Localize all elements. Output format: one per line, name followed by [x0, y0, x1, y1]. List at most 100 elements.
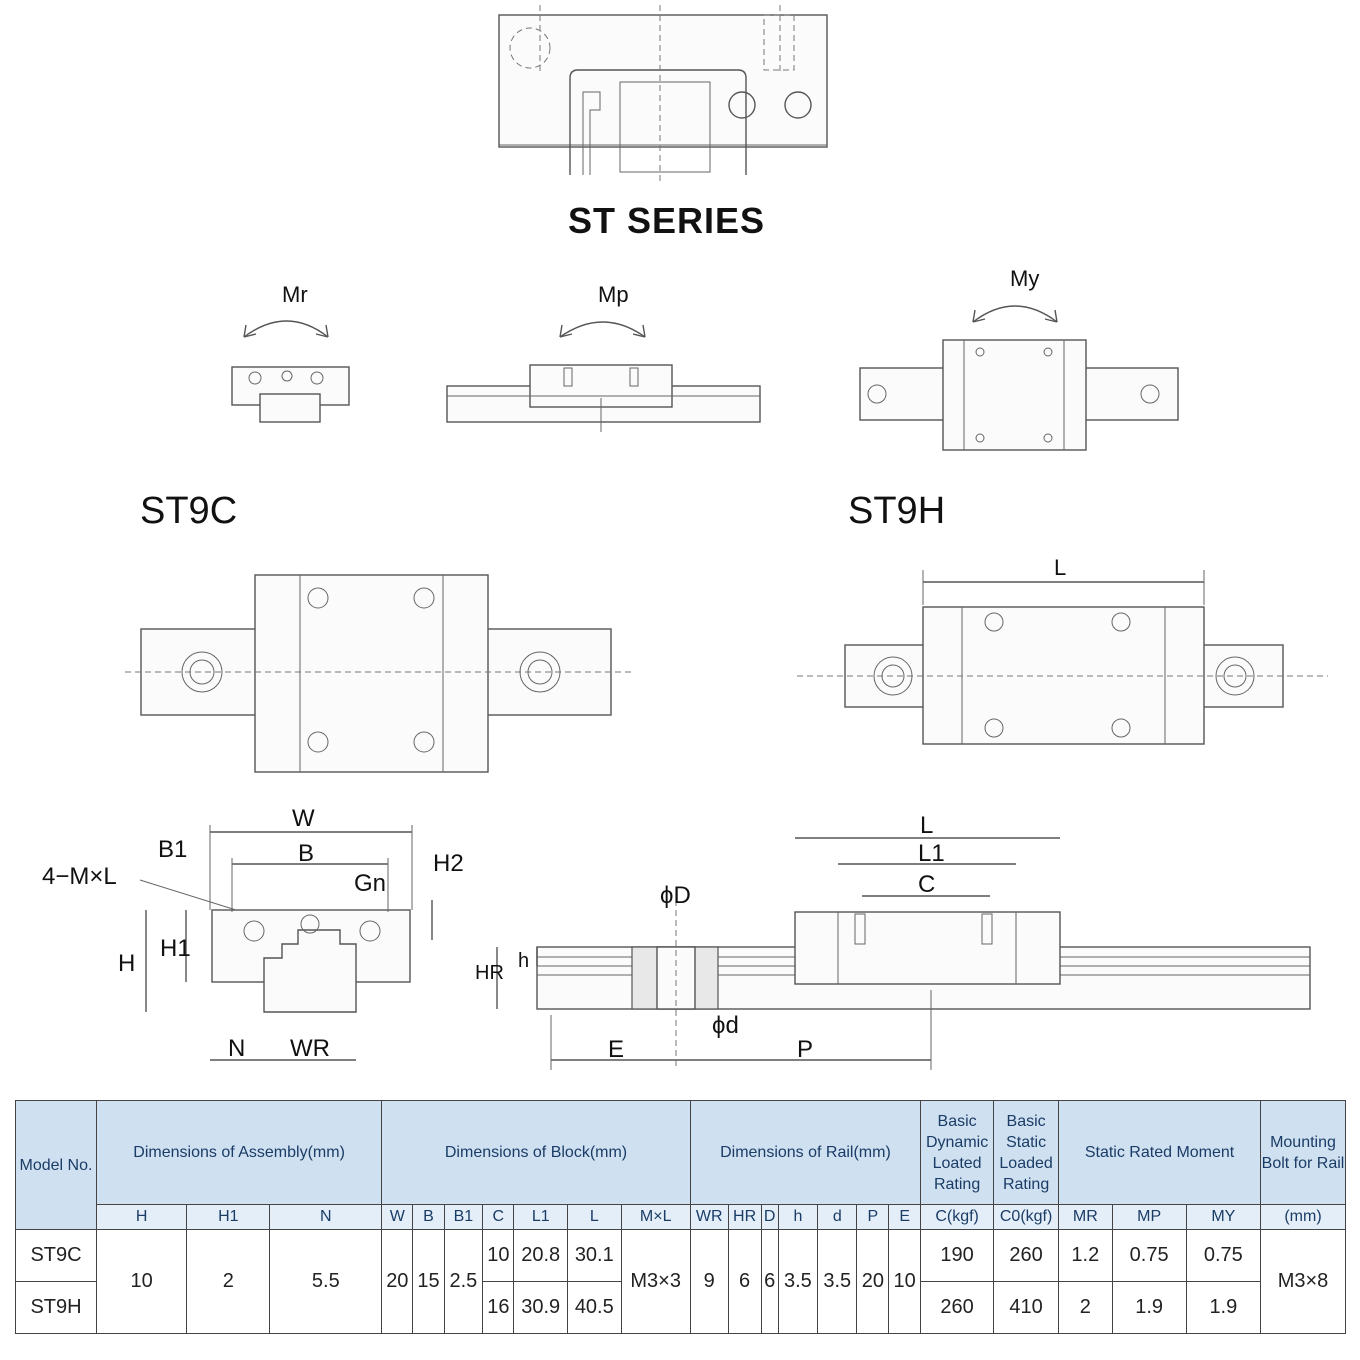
- dim-h1-label: H1: [160, 935, 191, 962]
- side-section-drawing: [496, 837, 1311, 1070]
- row1-mr: 1.2: [1058, 1229, 1113, 1282]
- sub-d-big: D: [760, 1204, 779, 1230]
- dim-l-top-label: L: [1054, 555, 1067, 580]
- dim-p-label: P: [797, 1036, 814, 1063]
- sub-l1: L1: [513, 1204, 568, 1230]
- dim-h-label: H: [118, 950, 136, 977]
- row2-l: 40.5: [567, 1281, 622, 1334]
- hdr-static: Basic Static Loaded Rating: [993, 1100, 1060, 1205]
- dim-b1-label: B1: [158, 836, 188, 863]
- sub-mp: MP: [1111, 1204, 1187, 1230]
- table-row: ST9H 16 30.9 40.5 260 410 2 1.9 1.9: [15, 1281, 1346, 1334]
- dim-c-label: C: [918, 871, 936, 898]
- cell-b1: 2.5: [443, 1229, 484, 1334]
- sub-c0-kgf: C0(kgf): [993, 1204, 1060, 1230]
- st9c-heading: ST9C: [140, 490, 238, 532]
- row1-my: 0.75: [1185, 1229, 1262, 1282]
- sub-w: W: [381, 1204, 414, 1230]
- dim-wr-label: WR: [290, 1035, 330, 1062]
- hdr-bolt: Mounting Bolt for Rail: [1260, 1100, 1346, 1205]
- my-top-view: [859, 305, 1179, 451]
- sub-p: P: [856, 1204, 890, 1230]
- row2-c: 16: [482, 1281, 515, 1334]
- dim-gn-label: Gn: [354, 870, 387, 897]
- table-row: ST9C 10 2 5.5 20 15 2.5 10 20.8 30.1 M3×…: [15, 1229, 1346, 1334]
- hdr-block: Dimensions of Block(mm): [381, 1100, 691, 1205]
- series-title: ST SERIES: [568, 200, 766, 241]
- sub-mxl: M×L: [620, 1204, 691, 1230]
- dim-mxl-label: 4−M×L: [42, 863, 117, 890]
- dim-w-label: W: [292, 805, 315, 832]
- row1-cdyn: 190: [920, 1229, 995, 1282]
- cell-h: 10: [95, 1229, 188, 1334]
- row1-model: ST9C: [15, 1229, 97, 1282]
- moment-mp-label: Mp: [598, 282, 629, 307]
- sub-c: C: [482, 1204, 515, 1230]
- spec-table: Model No. Dimensions of Assembly(mm) Dim…: [15, 1100, 1346, 1334]
- cell-d-small: 3.5: [817, 1229, 858, 1334]
- sub-hr: HR: [727, 1204, 762, 1230]
- dim-phid-big-label: ϕD: [660, 882, 691, 909]
- row1-l1: 20.8: [513, 1229, 568, 1282]
- row2-model: ST9H: [15, 1281, 97, 1334]
- dim-l1-label: L1: [918, 840, 945, 867]
- sub-d-small: d: [817, 1204, 858, 1230]
- sub-h1: H1: [186, 1204, 271, 1230]
- row1-c0: 260: [993, 1229, 1060, 1282]
- cell-h1: 2: [186, 1229, 271, 1334]
- sub-b1: B1: [443, 1204, 484, 1230]
- row2-mp: 1.9: [1111, 1281, 1187, 1334]
- moment-my-label: My: [1010, 266, 1040, 291]
- row2-l1: 30.9: [513, 1281, 568, 1334]
- sub-my: MY: [1185, 1204, 1262, 1230]
- hdr-rail: Dimensions of Rail(mm): [689, 1100, 922, 1205]
- sub-e: E: [888, 1204, 922, 1230]
- row1-mp: 0.75: [1111, 1229, 1187, 1282]
- hdr-model: Model No.: [15, 1100, 97, 1230]
- cross-section-drawing: [139, 825, 433, 1061]
- cell-b: 15: [412, 1229, 445, 1334]
- row2-mr: 2: [1058, 1281, 1113, 1334]
- cell-wr: 9: [689, 1229, 729, 1334]
- dim-phid-small-label: ϕd: [712, 1012, 739, 1039]
- sub-mm: (mm): [1260, 1204, 1346, 1230]
- cell-hr: 6: [727, 1229, 762, 1334]
- cell-p: 20: [856, 1229, 890, 1334]
- sub-c-kgf: C(kgf): [920, 1204, 995, 1230]
- sub-h: H: [95, 1204, 188, 1230]
- sub-h-small: h: [777, 1204, 819, 1230]
- hdr-assembly: Dimensions of Assembly(mm): [95, 1100, 383, 1205]
- dim-h-small-label: h: [518, 950, 530, 972]
- row2-cdyn: 260: [920, 1281, 995, 1334]
- st9h-top-view: [797, 570, 1328, 745]
- cell-d-big: 6: [760, 1229, 779, 1334]
- sub-l: L: [567, 1204, 622, 1230]
- sub-mr: MR: [1058, 1204, 1113, 1230]
- dim-b-label: B: [298, 840, 315, 867]
- cell-n: 5.5: [269, 1229, 383, 1334]
- cell-bolt: M3×8: [1260, 1229, 1346, 1334]
- st9h-heading: ST9H: [848, 490, 946, 532]
- dim-n-label: N: [228, 1035, 246, 1062]
- dim-l-label: L: [920, 812, 934, 839]
- sub-wr: WR: [689, 1204, 729, 1230]
- dim-e-label: E: [608, 1036, 625, 1063]
- row2-c0: 410: [993, 1281, 1060, 1334]
- row2-my: 1.9: [1185, 1281, 1262, 1334]
- hdr-moment: Static Rated Moment: [1058, 1100, 1261, 1205]
- dim-h2-label: H2: [433, 850, 464, 877]
- mp-side-view: [446, 321, 761, 432]
- cell-e: 10: [888, 1229, 922, 1334]
- st9c-top-view: [125, 574, 635, 773]
- sub-b: B: [412, 1204, 445, 1230]
- cell-h-small: 3.5: [777, 1229, 819, 1334]
- cell-mxl: M3×3: [620, 1229, 691, 1334]
- mr-end-view: [231, 320, 350, 423]
- sub-n: N: [269, 1204, 383, 1230]
- moment-mr-label: Mr: [282, 282, 308, 307]
- st-series-end-view: [498, 5, 828, 185]
- cell-w: 20: [381, 1229, 414, 1334]
- hdr-dynamic: Basic Dynamic Loated Rating: [920, 1100, 995, 1205]
- dim-hr-label: HR: [475, 962, 504, 984]
